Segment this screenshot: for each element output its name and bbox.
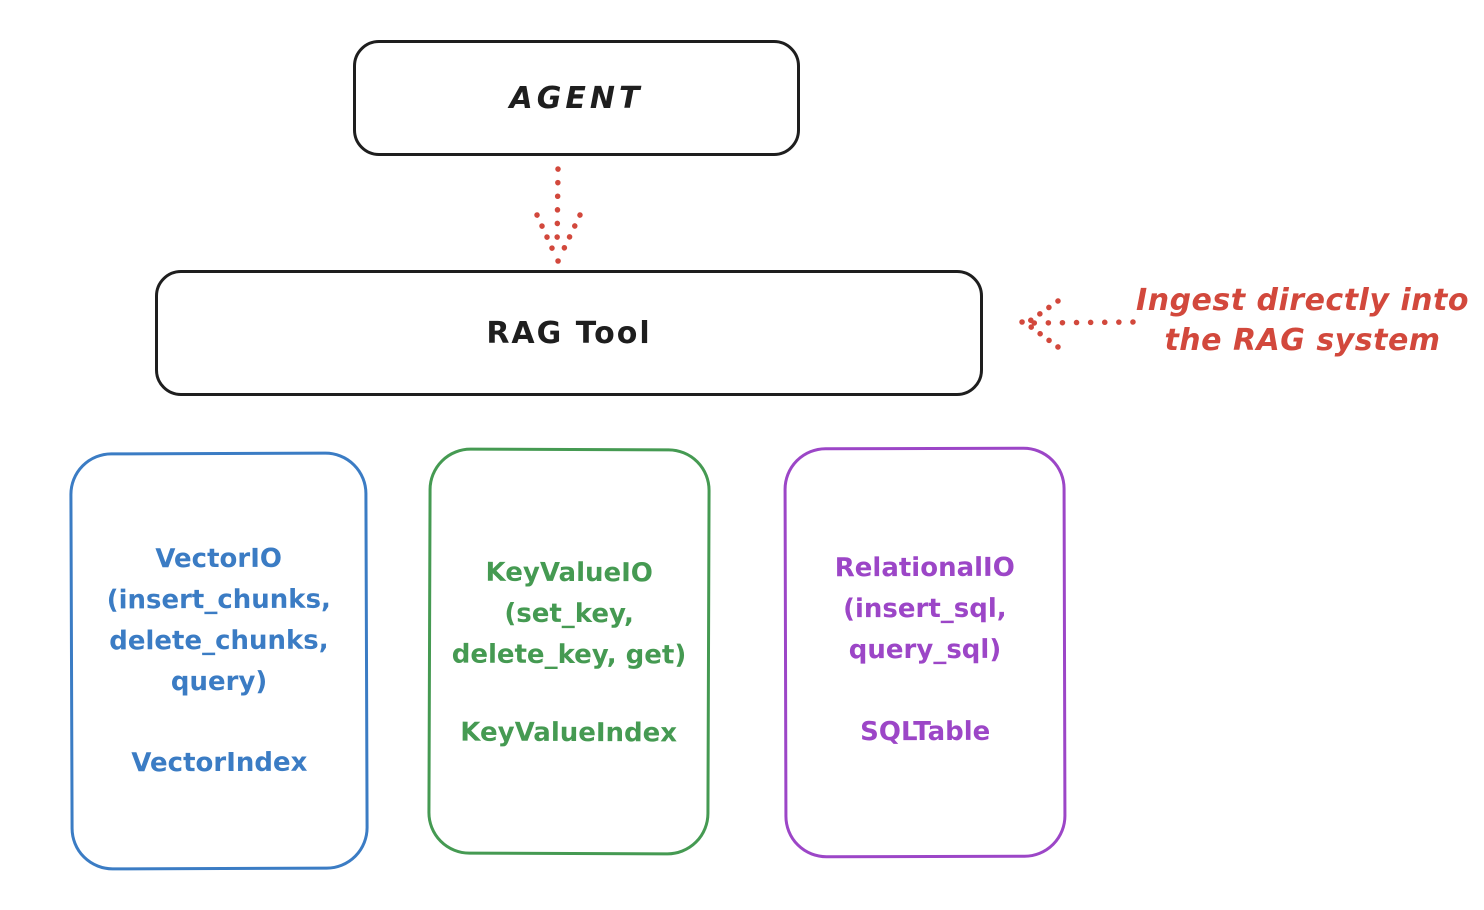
relational-io-box: RelationalIO (insert_sql, query_sql) SQL… xyxy=(783,446,1067,859)
io-line: (insert_sql, xyxy=(843,593,1007,625)
agent-box: AGENT xyxy=(353,40,800,156)
keyvalue-io-box: KeyValueIO (set_key, delete_key, get) Ke… xyxy=(427,447,711,856)
ingest-annotation-line1: Ingest directly into xyxy=(1136,283,1469,318)
io-line: query) xyxy=(170,666,268,698)
io-line: (insert_chunks, xyxy=(106,584,331,616)
io-line: KeyValueIO xyxy=(485,557,653,589)
dotted-arrow-down-icon xyxy=(534,166,583,264)
relational-io-signature: RelationalIO (insert_sql, query_sql) xyxy=(787,548,1063,672)
io-line: query_sql) xyxy=(848,634,1002,666)
io-line: (set_key, xyxy=(504,598,634,630)
rag-tool-box: RAG Tool xyxy=(155,270,983,396)
vector-io-signature: VectorIO (insert_chunks, delete_chunks, … xyxy=(73,538,366,703)
rag-tool-label: RAG Tool xyxy=(486,315,652,351)
agent-label: AGENT xyxy=(509,80,644,116)
sql-table-label: SQLTable xyxy=(860,716,991,748)
keyvalue-io-signature: KeyValueIO (set_key, delete_key, get) xyxy=(431,553,707,677)
ingest-annotation-line2: the RAG system xyxy=(1164,323,1441,358)
io-line: delete_key, get) xyxy=(451,639,687,671)
keyvalue-index-label: KeyValueIndex xyxy=(460,717,678,749)
io-line: delete_chunks, xyxy=(109,625,329,657)
dotted-arrow-left-icon xyxy=(1019,298,1136,350)
vector-io-box: VectorIO (insert_chunks, delete_chunks, … xyxy=(69,451,369,871)
ingest-annotation: Ingest directly into the RAG system xyxy=(1135,281,1470,361)
io-line: RelationalIO xyxy=(834,552,1015,584)
vector-index-label: VectorIndex xyxy=(131,747,308,779)
io-line: VectorIO xyxy=(155,543,283,575)
